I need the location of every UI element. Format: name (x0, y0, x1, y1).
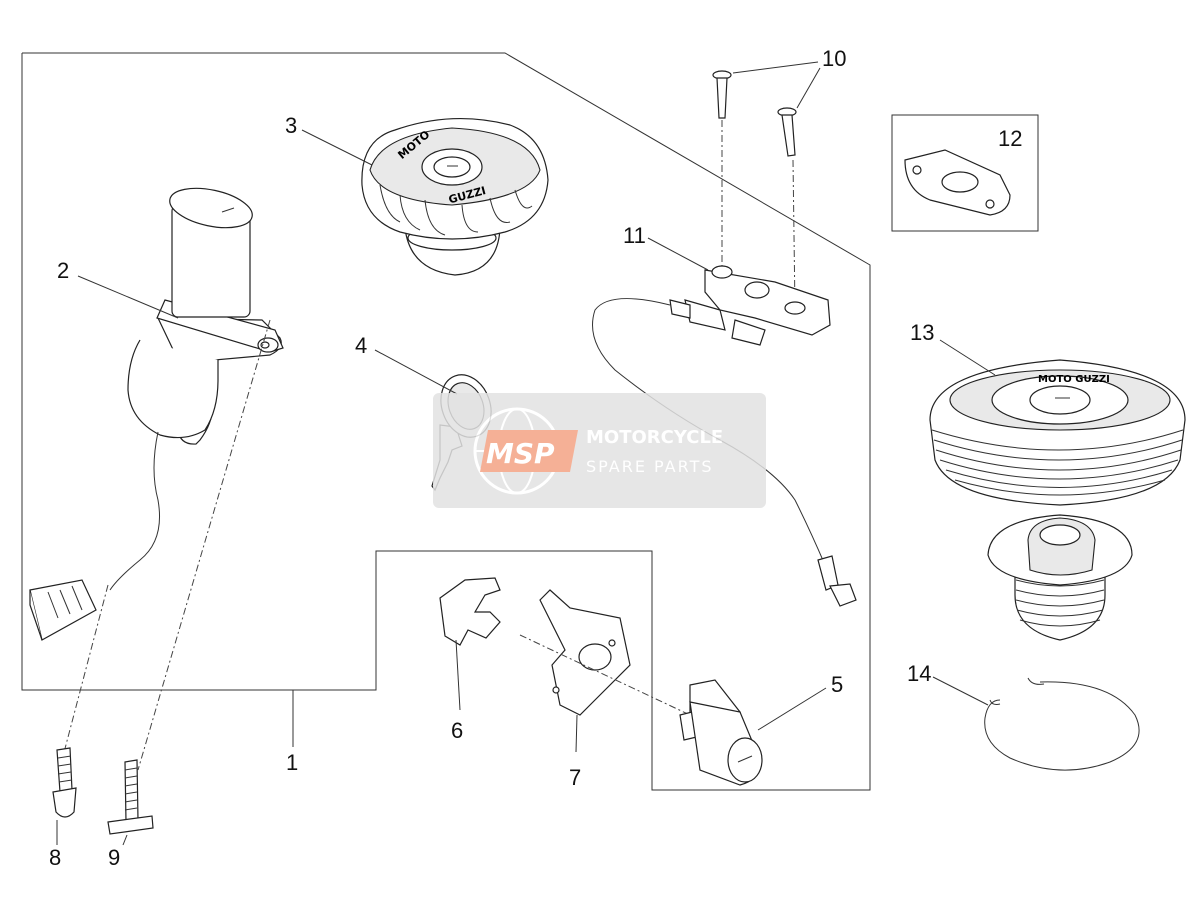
callout-5: 5 (831, 672, 843, 697)
bracket-7-part (539, 589, 631, 716)
leader-13 (939, 339, 996, 376)
callout-6: 6 (451, 718, 463, 743)
callout-2: 2 (57, 258, 69, 283)
kit-outline-1 (21, 52, 871, 791)
watermark-line1: MOTORCYCLE (586, 427, 723, 448)
circlip-14-part (984, 677, 1140, 771)
gasket-12-box (891, 114, 1039, 232)
gasket-12-part (904, 149, 1011, 216)
leader-10b (796, 67, 821, 109)
leader-14 (932, 676, 989, 706)
cap13-brand: MOTO GUZZI (1038, 374, 1110, 385)
watermark-logo-badge (480, 430, 578, 472)
callout-4: 4 (355, 333, 367, 358)
fuel-cap-13-part: MOTO GUZZI (929, 359, 1186, 641)
watermark: MSP MOTORCYCLE SPARE PARTS (433, 393, 766, 508)
callout-14: 14 (907, 661, 931, 686)
callout-3: 3 (285, 113, 297, 138)
callout-11: 11 (623, 223, 646, 248)
leader-7 (575, 714, 578, 753)
clip-6-part (439, 577, 501, 646)
watermark-line2: SPARE PARTS (586, 457, 714, 476)
watermark-box (433, 393, 766, 508)
callout-1: 1 (286, 750, 298, 775)
fuel-cap-3-part: MOTO GUZZI (361, 117, 549, 276)
leader-10a (732, 61, 819, 74)
watermark-logo: MSP (486, 437, 555, 470)
callout-9: 9 (108, 845, 120, 870)
leader-4 (374, 349, 458, 395)
screws-10-part (712, 70, 797, 157)
bolt-9-part (107, 759, 154, 835)
ignition-switch-part (29, 187, 284, 641)
callout-12: 12 (998, 126, 1022, 151)
callout-7: 7 (569, 765, 581, 790)
leader-11 (647, 237, 709, 271)
leader-5 (757, 687, 827, 731)
screw-8-part (52, 747, 77, 818)
leader-9 (122, 834, 128, 846)
lock-cylinder-5-part (679, 679, 763, 786)
leader-2 (77, 275, 179, 319)
callout-8: 8 (49, 845, 61, 870)
callout-13: 13 (910, 320, 934, 345)
sensor-11-part (592, 265, 857, 607)
leader-3 (301, 129, 373, 166)
callout-10: 10 (822, 46, 846, 71)
leader-6 (455, 639, 461, 711)
